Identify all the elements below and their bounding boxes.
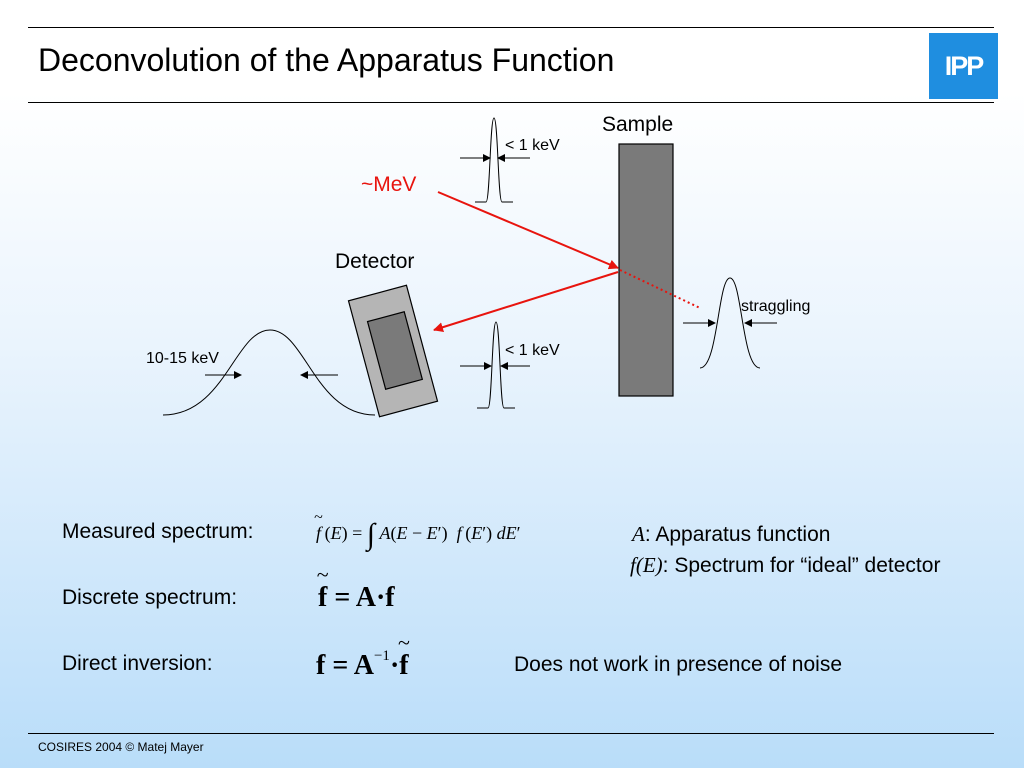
scattered-beam bbox=[433, 271, 619, 333]
title-bottom-rule bbox=[28, 102, 994, 103]
sample-label: Sample bbox=[602, 113, 674, 136]
detector-resolution-peak bbox=[162, 329, 376, 416]
footer-rule bbox=[28, 733, 994, 734]
incident-width-label: < 1 keV bbox=[505, 137, 560, 154]
detector-label: Detector bbox=[335, 250, 415, 273]
legend-f-symbol: f(E) bbox=[630, 553, 663, 577]
incident-beam-peak bbox=[475, 117, 513, 203]
straggling-label: straggling bbox=[741, 298, 811, 315]
straggling-peak bbox=[699, 277, 761, 369]
scattered-width-label: < 1 keV bbox=[505, 342, 560, 359]
sample-block bbox=[618, 143, 674, 397]
legend-ideal-spectrum: f(E): Spectrum for “ideal” detector bbox=[630, 553, 940, 578]
measured-spectrum-label: Measured spectrum: bbox=[62, 520, 254, 543]
slide-title: Deconvolution of the Apparatus Function bbox=[38, 42, 615, 78]
legend-a-symbol: A bbox=[632, 522, 645, 546]
legend-f-text: : Spectrum for “ideal” detector bbox=[662, 554, 941, 577]
inversion-equation: f = A−1·f~ bbox=[316, 630, 410, 681]
detector bbox=[347, 284, 439, 418]
ipp-logo: IPP bbox=[929, 33, 998, 99]
discrete-spectrum-label: Discrete spectrum: bbox=[62, 586, 238, 609]
detector-resolution-label: 10-15 keV bbox=[146, 350, 219, 367]
beam-energy-label: ~MeV bbox=[361, 173, 417, 196]
discrete-equation: f~ = A·f bbox=[316, 562, 395, 613]
incident-beam bbox=[437, 191, 619, 270]
legend-a-text: : Apparatus function bbox=[644, 523, 831, 546]
inversion-note: Does not work in presence of noise bbox=[514, 653, 843, 676]
direct-inversion-label: Direct inversion: bbox=[62, 652, 213, 675]
scattered-beam-peak bbox=[477, 321, 515, 409]
legend-apparatus: A: Apparatus function bbox=[632, 522, 830, 547]
convolution-equation: f~ (E) = ∫ A(E − E′) f (E′) dE′ bbox=[314, 509, 521, 551]
title-top-rule bbox=[28, 27, 994, 28]
footer-text: COSIRES 2004 © Matej Mayer bbox=[38, 740, 204, 754]
